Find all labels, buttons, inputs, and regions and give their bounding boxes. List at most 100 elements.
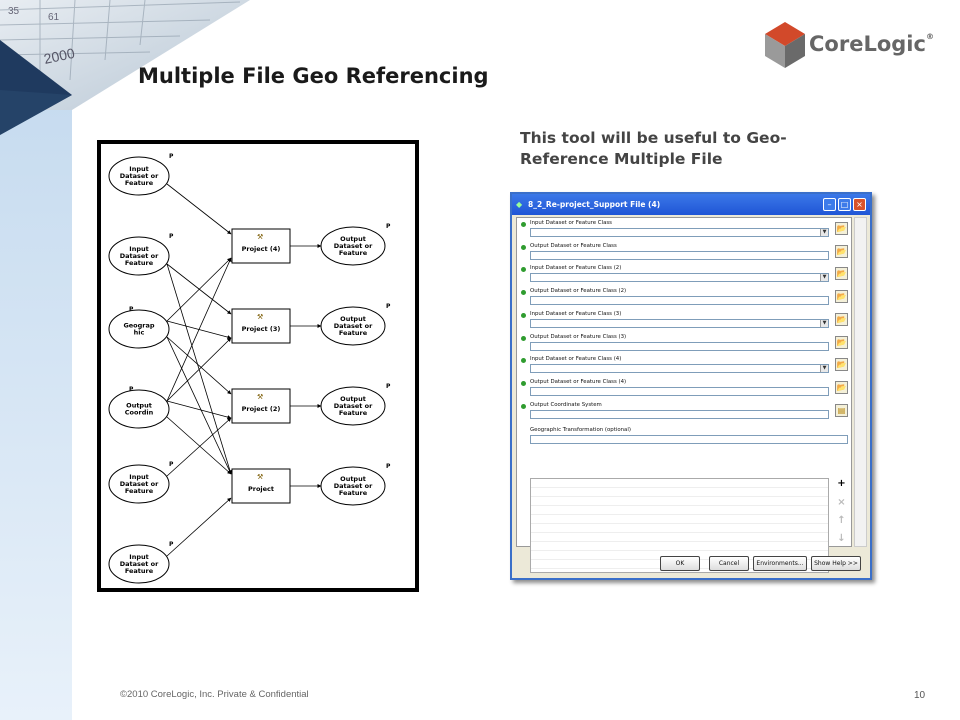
browse-folder-icon[interactable]: 📂	[835, 290, 848, 304]
parameter-marker: P	[386, 383, 391, 390]
node-label: Output	[126, 402, 152, 410]
param-label: Output Dataset or Feature Class (3)	[530, 333, 627, 340]
browse-folder-icon[interactable]: 📂	[835, 222, 848, 235]
param-input[interactable]	[530, 296, 829, 306]
dropdown-arrow-icon[interactable]: ▼	[820, 274, 828, 282]
project-tool-node[interactable]: ⚒ Project (2)	[231, 388, 291, 424]
browse-folder-icon[interactable]: 📂	[835, 380, 848, 394]
required-dot-icon	[521, 358, 526, 364]
project-tool-node[interactable]: ⚒Project (3)	[231, 308, 291, 344]
param-input[interactable]: ▼	[530, 228, 829, 237]
required-dot-icon	[521, 244, 526, 250]
show-help-button[interactable]: Show Help >>	[811, 556, 861, 571]
transformation-input[interactable]	[530, 435, 848, 444]
node-label: Feature	[339, 329, 368, 337]
browse-folder-icon[interactable]: 📂	[835, 312, 848, 326]
model-connector	[166, 497, 232, 557]
browse-folder-icon[interactable]: 📂	[835, 267, 848, 281]
vertical-scrollbar[interactable]	[854, 217, 867, 547]
model-connector	[166, 336, 232, 475]
param-input[interactable]: ▼	[530, 273, 829, 283]
ok-button[interactable]: OK	[660, 556, 700, 571]
node-label: Dataset or	[334, 402, 373, 410]
logo-wordmark: CoreLogic®	[809, 32, 934, 56]
node-label: Output	[340, 235, 366, 243]
model-connector	[166, 400, 232, 420]
minimize-button[interactable]: –	[823, 198, 836, 211]
project-tool-node[interactable]: ⚒Project (4)	[231, 228, 291, 264]
param-input[interactable]	[530, 409, 829, 419]
slide-title: Multiple File Geo Referencing	[138, 64, 489, 88]
param-row: Input Dataset or Feature Class (2)▼📂	[517, 263, 853, 285]
close-button[interactable]: ×	[853, 198, 866, 211]
node-label: Project (4)	[242, 245, 281, 253]
dropdown-arrow-icon[interactable]: ▼	[820, 365, 828, 373]
add-icon[interactable]: +	[837, 478, 846, 489]
node-label: Output	[340, 315, 366, 323]
param-input[interactable]	[530, 341, 829, 351]
input-variable-node[interactable]: Geographic	[108, 309, 170, 349]
hammer-icon: ⚒	[257, 393, 263, 401]
param-input[interactable]	[530, 386, 829, 396]
environments-button[interactable]: Environments...	[753, 556, 807, 571]
browse-folder-icon[interactable]: 📂	[835, 358, 848, 372]
browse-folder-icon[interactable]: 📂	[835, 244, 848, 258]
required-dot-icon	[521, 403, 526, 409]
dropdown-arrow-icon[interactable]: ▼	[820, 319, 828, 327]
maximize-button[interactable]: □	[838, 198, 851, 211]
param-row: Input Dataset or Feature Class (4)▼📂	[517, 354, 853, 376]
reproject-dialog: ◆ 8_2_Re-project_Support File (4) – □ × …	[510, 192, 872, 580]
node-label: Dataset or	[334, 482, 373, 490]
corelogic-logo: CoreLogic®	[765, 20, 940, 72]
move-down-icon[interactable]: ↓	[837, 533, 846, 544]
project-tool-node[interactable]: ⚒Project	[231, 468, 291, 504]
model-connector	[166, 263, 232, 475]
required-dot-icon	[521, 290, 526, 296]
transformation-row: Geographic Transformation (optional)	[517, 421, 853, 444]
node-label: Input	[129, 245, 148, 253]
remove-icon[interactable]: ×	[837, 497, 846, 508]
node-label: Coordin	[125, 409, 154, 417]
required-dot-icon	[521, 335, 526, 341]
node-label: Dataset or	[120, 480, 159, 488]
required-dot-icon	[521, 312, 526, 318]
parameter-marker: P	[169, 541, 174, 548]
transformation-label: Geographic Transformation (optional)	[530, 427, 631, 433]
param-row: Output Dataset or Feature Class (4)📂	[517, 377, 853, 399]
param-input[interactable]	[530, 250, 829, 260]
param-row: Output Dataset or Feature Class (2) 📂	[517, 286, 853, 308]
node-label: Geograp	[123, 322, 154, 330]
browse-folder-icon[interactable]: 📂	[835, 335, 848, 349]
dropdown-arrow-icon[interactable]: ▼	[820, 229, 828, 236]
cancel-button[interactable]: Cancel	[709, 556, 749, 571]
param-input[interactable]: ▼	[530, 364, 829, 374]
move-up-icon[interactable]: ↑	[837, 515, 846, 526]
node-label: Dataset or	[334, 322, 373, 330]
node-label: Dataset or	[120, 252, 159, 260]
parameters-panel: Input Dataset or Feature Class▼📂Output D…	[516, 217, 853, 573]
param-label: Output Dataset or Feature Class (2)	[530, 288, 627, 295]
node-label: Project (2)	[242, 405, 281, 413]
node-label: Feature	[339, 249, 368, 257]
required-dot-icon	[521, 380, 526, 386]
dialog-title: 8_2_Re-project_Support File (4)	[528, 200, 661, 209]
parameter-marker: P	[386, 303, 391, 310]
model-connector	[166, 417, 232, 477]
model-connector	[166, 183, 232, 235]
param-row: Output Coordinate System▤	[517, 400, 853, 422]
param-input[interactable]: ▼	[530, 318, 829, 328]
spatial-reference-properties-icon[interactable]: ▤	[835, 403, 848, 417]
param-label: Input Dataset or Feature Class	[530, 220, 612, 226]
node-label: Dataset or	[120, 172, 159, 180]
parameter-marker: P	[386, 223, 391, 230]
dialog-titlebar[interactable]: ◆ 8_2_Re-project_Support File (4)	[512, 194, 870, 215]
